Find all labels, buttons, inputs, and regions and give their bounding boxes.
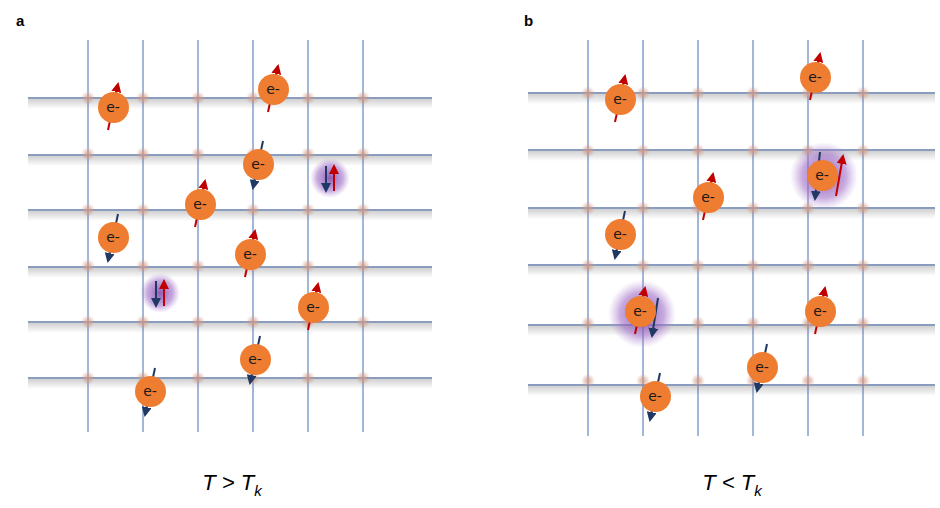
electron: e- (747, 352, 778, 383)
kondo-singlet (140, 142, 858, 348)
spin-arrows-a (108, 66, 334, 415)
electron-label: e- (815, 167, 829, 183)
electron: e- (605, 219, 636, 250)
electron-label: e- (813, 303, 827, 319)
electron-label: e- (808, 69, 822, 85)
electron: e- (805, 296, 836, 327)
electron-label: e- (613, 226, 627, 242)
subscript: k (254, 482, 262, 499)
electron-label: e- (755, 359, 769, 375)
electron-label: e- (193, 196, 207, 212)
electron: e- (235, 239, 266, 270)
lattice-b (528, 40, 935, 436)
electron: e- (98, 222, 129, 253)
electron: e- (693, 182, 724, 213)
subscript: k (754, 482, 762, 499)
panel-letter: b (524, 12, 533, 29)
electron-label: e- (143, 383, 157, 399)
electron-label: e- (633, 303, 647, 319)
electron: e- (807, 160, 838, 191)
panel-letter: a (16, 12, 24, 29)
electron: e- (243, 149, 274, 180)
spin-arrows-b (615, 54, 843, 420)
electron: e- (98, 92, 129, 123)
electron: e- (240, 344, 271, 375)
electron-label: e- (648, 388, 662, 404)
electron: e- (605, 84, 636, 115)
electron-label: e- (243, 246, 257, 262)
electron-label: e- (106, 229, 120, 245)
electron-label: e- (266, 81, 280, 97)
label-text: T > T (202, 470, 254, 495)
electron-label: e- (613, 91, 627, 107)
label-text: a (16, 12, 24, 29)
electron-label: e- (701, 189, 715, 205)
lattice-a (28, 40, 432, 432)
electron: e- (625, 296, 656, 327)
electron: e- (298, 292, 329, 323)
label-text: b (524, 12, 533, 29)
electron: e- (800, 62, 831, 93)
temperature-caption: T < Tk (702, 470, 761, 496)
electron-label: e- (106, 99, 120, 115)
electron-label: e- (248, 351, 262, 367)
electron: e- (258, 74, 289, 105)
electron: e- (640, 381, 671, 412)
label-text: T < T (702, 470, 754, 495)
electron: e- (135, 376, 166, 407)
temperature-caption: T > Tk (202, 470, 261, 496)
electron-label: e- (306, 299, 320, 315)
electron: e- (185, 189, 216, 220)
electron-label: e- (251, 156, 265, 172)
